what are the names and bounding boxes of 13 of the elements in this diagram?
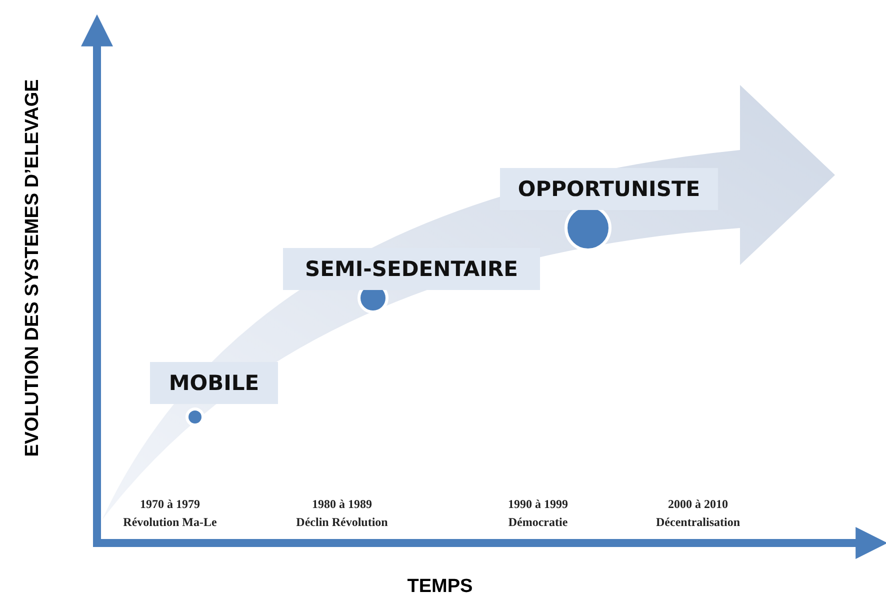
- period-years: 1990 à 1999: [508, 497, 568, 512]
- period-years: 1980 à 1989: [312, 497, 372, 512]
- period-event: Déclin Révolution: [296, 515, 388, 530]
- period-years: 2000 à 2010: [668, 497, 728, 512]
- period-event: Révolution Ma-Le: [123, 515, 217, 530]
- x-axis-title: TEMPS: [407, 576, 473, 598]
- y-axis-title: EVOLUTION DES SYSTEMES D’ELEVAGE: [22, 79, 44, 457]
- period-event: Décentralisation: [656, 515, 740, 530]
- period-event: Démocratie: [508, 515, 568, 530]
- stage-label: MOBILE: [150, 362, 278, 404]
- stage-label: SEMI-SEDENTAIRE: [283, 248, 540, 290]
- stage-label: OPPORTUNISTE: [500, 168, 718, 210]
- period-years: 1970 à 1979: [140, 497, 200, 512]
